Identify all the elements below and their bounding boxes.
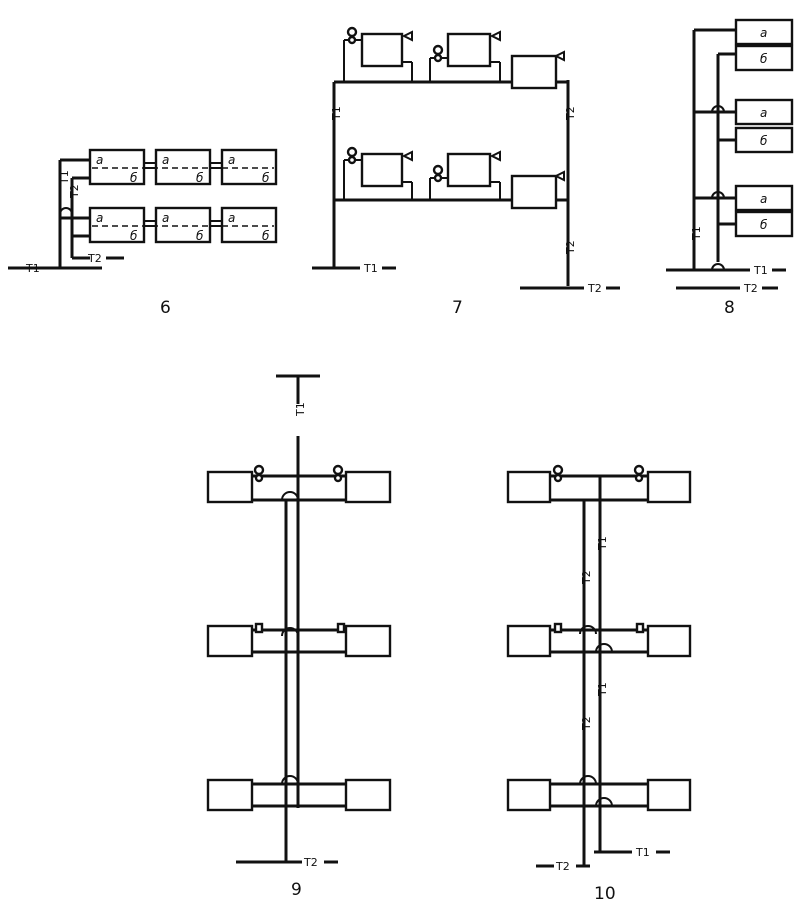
fig10-riser-t2-label-2: T2 [580, 716, 593, 731]
fig10-radiator-mid-right [646, 624, 692, 658]
fig7-radiator-lower-2 [446, 152, 492, 188]
figure-8-number: 8 [724, 298, 735, 318]
fig10-t2-label: T2 [555, 860, 570, 873]
fig9-radiator-mid-right [344, 624, 392, 658]
fig6-t2-label: T2 [87, 252, 102, 265]
fig9-riser-t1-label: T1 [294, 402, 307, 417]
fig7-radiator-lower-3 [510, 174, 558, 210]
fig9-radiator-top-right [344, 470, 392, 504]
fig6-bottom-b3: б [262, 229, 270, 243]
fig8-label-a3: a [760, 192, 767, 206]
fig8-radiator-a3 [734, 184, 794, 212]
fig7-radiator-lower-1 [360, 152, 404, 188]
fig7-riser-t2-label: T2 [564, 106, 577, 121]
fig6-top-b1: б [130, 171, 138, 185]
fig10-riser-t2-label-1: T2 [580, 570, 593, 585]
fig8-label-b2: б [760, 134, 768, 148]
fig6-radiator-bottom-3 [220, 206, 278, 244]
figure-9-number: 9 [291, 880, 302, 900]
fig6-riser-t1-label: T1 [58, 170, 71, 185]
fig10-radiator-mid-left [506, 624, 552, 658]
fig6-bottom-a2: a [162, 211, 169, 225]
fig7-radiator-upper-3 [510, 54, 558, 90]
fig8-radiator-a2 [734, 98, 794, 126]
fig9-radiator-top-left [206, 470, 254, 504]
fig10-radiator-bottom-right [646, 778, 692, 812]
fig7-riser-t2-label-2: T2 [564, 240, 577, 255]
fig10-riser-t1-label-2: T1 [596, 682, 609, 697]
fig7-radiator-upper-1 [360, 32, 404, 68]
fig8-radiator-b2 [734, 126, 794, 154]
fig7-t1-label: T1 [363, 262, 378, 275]
fig10-radiator-top-right [646, 470, 692, 504]
fig6-bottom-b1: б [130, 229, 138, 243]
fig6-riser-t2-label: T2 [68, 184, 81, 199]
fig9-radiator-bottom-left [206, 778, 254, 812]
fig6-top-b3: б [262, 171, 270, 185]
fig8-label-b1: б [760, 52, 768, 66]
figure-9: T1 T2 9 [206, 374, 392, 900]
fig6-bottom-a3: a [228, 211, 235, 225]
fig7-radiator-upper-2 [446, 32, 492, 68]
figure-6: T1 T1 T2 T2 a б a б a б [8, 148, 278, 318]
fig8-label-a1: a [760, 26, 767, 40]
fig6-top-a1: a [96, 153, 103, 167]
fig8-riser-t1-label: T1 [690, 226, 703, 241]
fig6-radiator-bottom-2 [154, 206, 212, 244]
figure-7: T1 T1 T2 T2 T2 [312, 26, 620, 318]
fig6-top-b2: б [196, 171, 204, 185]
fig9-radiator-bottom-right [344, 778, 392, 812]
fig7-t2-label: T2 [587, 282, 602, 295]
fig8-radiator-a1 [734, 18, 794, 46]
fig10-radiator-bottom-left [506, 778, 552, 812]
fig8-label-a2: a [760, 106, 767, 120]
fig8-t2-label: T2 [743, 282, 758, 295]
fig8-t1-label: T1 [753, 264, 768, 277]
fig6-radiator-bottom-1 [88, 206, 146, 244]
fig10-t1-label: T1 [635, 846, 650, 859]
fig10-riser-t1-label-1: T1 [596, 536, 609, 551]
fig6-t1-label: T1 [25, 262, 40, 275]
figure-8: T1 a б a б a б T1 T2 8 [666, 18, 794, 318]
figure-10-number: 10 [594, 884, 616, 904]
fig10-radiator-top-left [506, 470, 552, 504]
figure-10: T1 T1 T2 T2 T1 T [506, 464, 692, 904]
figure-7-number: 7 [452, 298, 463, 318]
fig6-bottom-a1: a [96, 211, 103, 225]
fig6-bottom-b2: б [196, 229, 204, 243]
fig9-t2-label: T2 [303, 856, 318, 869]
fig9-radiator-mid-left [206, 624, 254, 658]
fig8-radiator-b3 [734, 210, 794, 238]
fig7-riser-t1-label: T1 [330, 106, 343, 121]
figure-6-number: 6 [160, 298, 171, 318]
fig6-top-a3: a [228, 153, 235, 167]
fig6-top-a2: a [162, 153, 169, 167]
fig8-label-b3: б [760, 218, 768, 232]
fig8-radiator-b1 [734, 44, 794, 72]
